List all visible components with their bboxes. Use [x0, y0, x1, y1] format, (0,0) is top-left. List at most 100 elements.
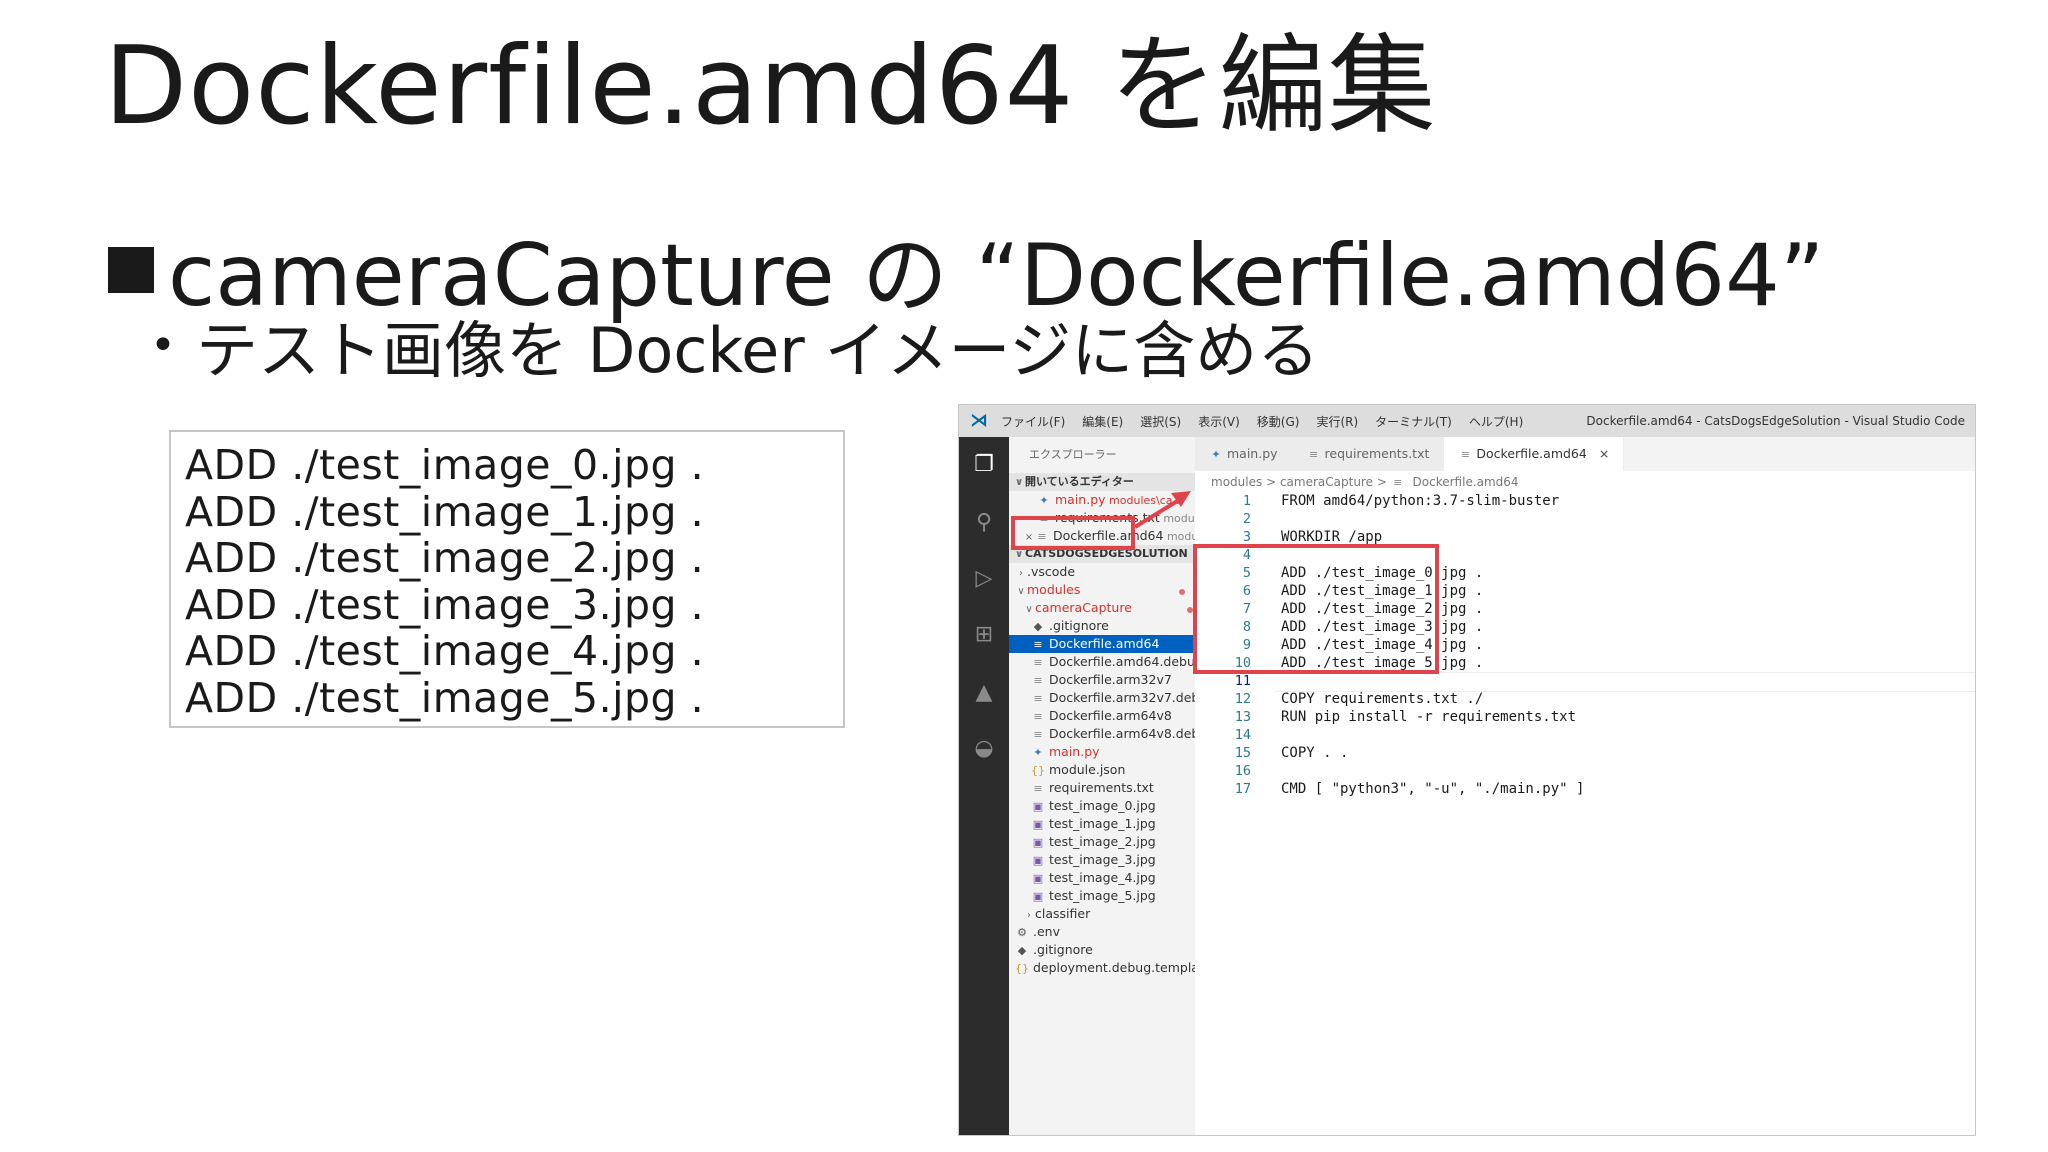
open-editor-item[interactable]: ×≡Dockerfile.amd64 module...	[1009, 527, 1195, 545]
section-title: 開いているエディター	[1025, 475, 1134, 488]
file-icon: ≡	[1308, 448, 1319, 461]
tree-item[interactable]: ≡Dockerfile.arm32v7	[1009, 671, 1195, 689]
menu-help[interactable]: ヘルプ(H)	[1468, 414, 1524, 429]
breadcrumb-item[interactable]: cameraCapture	[1279, 475, 1373, 489]
close-icon[interactable]: ×	[1024, 532, 1034, 543]
menu-terminal[interactable]: ターミナル(T)	[1375, 414, 1452, 429]
tree-item[interactable]: ▣test_image_1.jpg	[1009, 815, 1195, 833]
menu-edit[interactable]: 編集(E)	[1082, 414, 1124, 429]
vscode-window: ⋊ ファイル(F) 編集(E) 選択(S) 表示(V) 移動(G) 実行(R) …	[958, 404, 1976, 1136]
bullet-level-1: cameraCapture の “Dockerfile.amd64”	[108, 205, 1824, 330]
slide-title: Dockerfile.amd64 を編集	[104, 24, 1437, 149]
line-number: 15	[1234, 745, 1251, 761]
tree-item[interactable]: ▣test_image_4.jpg	[1009, 869, 1195, 887]
tree-item[interactable]: {}deployment.debug.template...	[1009, 959, 1195, 977]
file-icon: ≡	[1033, 710, 1043, 723]
code-line: RUN pip install -r requirements.txt	[1281, 709, 1577, 725]
tree-item-label: Dockerfile.amd64.debug	[1049, 654, 1195, 669]
line-number: 14	[1234, 727, 1251, 743]
chevron-right-icon: ›	[1019, 568, 1023, 579]
activity-bar: ❐ ⚲ ▷ ⊞ ▲ ◒	[959, 437, 1009, 1135]
python-icon: ✦	[1211, 448, 1221, 461]
tree-item[interactable]: ▣ test_image_5.jpg	[1009, 887, 1195, 905]
bullet-2-text: テスト画像を Docker イメージに含める	[195, 314, 1320, 387]
tree-item-label: test_image_3.jpg	[1049, 852, 1156, 867]
tree-item[interactable]: ≡Dockerfile.amd64	[1009, 635, 1195, 653]
close-icon[interactable]: ×	[1598, 446, 1610, 461]
tree-item-label: test_image_4.jpg	[1049, 870, 1156, 885]
tree-item-label: .env	[1033, 924, 1060, 939]
file-icon: ≡	[1033, 638, 1043, 651]
tree-item[interactable]: ◆.gitignore	[1009, 617, 1195, 635]
git-icon: ◆	[1033, 620, 1043, 633]
python-icon: ✦	[1039, 494, 1049, 507]
tree-item[interactable]: ▣test_image_0.jpg	[1009, 797, 1195, 815]
azure-icon[interactable]: ▲	[975, 680, 993, 705]
chevron-down-icon: ∨	[1025, 604, 1033, 615]
chevron-down-icon: ∨	[1014, 549, 1024, 560]
line-number: 1	[1242, 493, 1251, 509]
tree-item[interactable]: ≡ Dockerfile.arm64v8	[1009, 707, 1195, 725]
arrow-icon	[1133, 491, 1191, 529]
section-title: CATSDOGSEDGESOLUTION	[1025, 547, 1188, 560]
tree-item[interactable]: ◆.gitignore	[1009, 941, 1195, 959]
line-number: 3	[1242, 529, 1251, 545]
tab-main-py[interactable]: ✦main.py	[1195, 437, 1293, 471]
dot-bullet-icon: •	[150, 319, 176, 371]
tree-item[interactable]: ✦main.py3	[1009, 743, 1195, 761]
python-icon: ✦	[1033, 746, 1043, 759]
tree-item-label: Dockerfile.arm64v8	[1049, 708, 1172, 723]
open-editors-header[interactable]: ∨開いているエディター	[1009, 473, 1195, 491]
chevron-down-icon: ∨	[1014, 477, 1024, 488]
tree-item-label: module.json	[1049, 762, 1126, 777]
menu-view[interactable]: 表示(V)	[1198, 414, 1240, 429]
tree-item[interactable]: {}module.json	[1009, 761, 1195, 779]
breadcrumb-item[interactable]: modules	[1211, 475, 1263, 489]
tree-item[interactable]: ▣test_image_3.jpg	[1009, 851, 1195, 869]
breadcrumb-item[interactable]: Dockerfile.amd64	[1412, 475, 1519, 489]
tree-item-label: classifier	[1035, 906, 1091, 921]
current-line-highlight	[1275, 672, 1975, 692]
menu-selection[interactable]: 選択(S)	[1140, 414, 1182, 429]
tree-item-label: requirements.txt	[1049, 780, 1154, 795]
code-line: FROM amd64/python:3.7-slim-buster	[1281, 493, 1560, 509]
image-icon: ▣	[1032, 890, 1044, 903]
search-icon[interactable]: ⚲	[975, 510, 993, 535]
tree-item[interactable]: ≡Dockerfile.arm32v7.debug	[1009, 689, 1195, 707]
tree-item[interactable]: ›.vscode	[1009, 563, 1195, 581]
tree-item[interactable]: ≡Dockerfile.amd64.debug	[1009, 653, 1195, 671]
run-debug-icon[interactable]: ▷	[975, 566, 993, 591]
tab-requirements[interactable]: ≡ requirements.txt	[1292, 437, 1445, 471]
tree-item[interactable]: ⚙.env	[1009, 923, 1195, 941]
tree-item[interactable]: ∨cameraCapture	[1009, 599, 1195, 617]
extensions-icon[interactable]: ⊞	[974, 622, 994, 647]
code-snippet-line: ADD ./test_image_0.jpg .	[185, 441, 705, 489]
explorer-header: エクスプローラー	[1029, 448, 1117, 461]
tree-item[interactable]: ≡requirements.txt	[1009, 779, 1195, 797]
menu-go[interactable]: 移動(G)	[1256, 414, 1300, 429]
chevron-right-icon: ›	[1027, 910, 1031, 921]
file-icon: ≡	[1033, 728, 1043, 741]
file-icon: ≡	[1033, 674, 1043, 687]
tree-item[interactable]: › classifier	[1009, 905, 1195, 923]
open-editor-item[interactable]: ✦main.py modules\ca...3	[1009, 491, 1195, 509]
tab-dockerfile-amd64[interactable]: ≡Dockerfile.amd64 ×	[1444, 437, 1625, 471]
tab-label: requirements.txt	[1324, 446, 1430, 461]
tree-item-label: main.py	[1049, 744, 1100, 759]
tree-item[interactable]: ∨modules	[1009, 581, 1195, 599]
line-number: 10	[1234, 655, 1251, 671]
code-line: ADD ./test_image_5.jpg .	[1281, 655, 1484, 671]
code-snippet-line: ADD ./test_image_2.jpg .	[185, 534, 705, 582]
code-line: ADD ./test_image_1.jpg .	[1281, 583, 1484, 599]
modified-dot-icon	[1187, 607, 1193, 613]
tree-item[interactable]: ▣test_image_2.jpg	[1009, 833, 1195, 851]
code-snippet-line: ADD ./test_image_4.jpg .	[185, 627, 705, 675]
highlight-box-file	[1011, 516, 1135, 550]
square-bullet-icon	[108, 246, 154, 293]
menu-run[interactable]: 実行(R)	[1316, 414, 1359, 429]
tree-item[interactable]: ≡Dockerfile.arm64v8.debug	[1009, 725, 1195, 743]
explorer-icon[interactable]: ❐	[974, 452, 994, 477]
tree-item-label: test_image_5.jpg	[1049, 888, 1156, 903]
docker-icon[interactable]: ◒	[974, 736, 994, 761]
menu-file[interactable]: ファイル(F)	[1001, 414, 1066, 429]
